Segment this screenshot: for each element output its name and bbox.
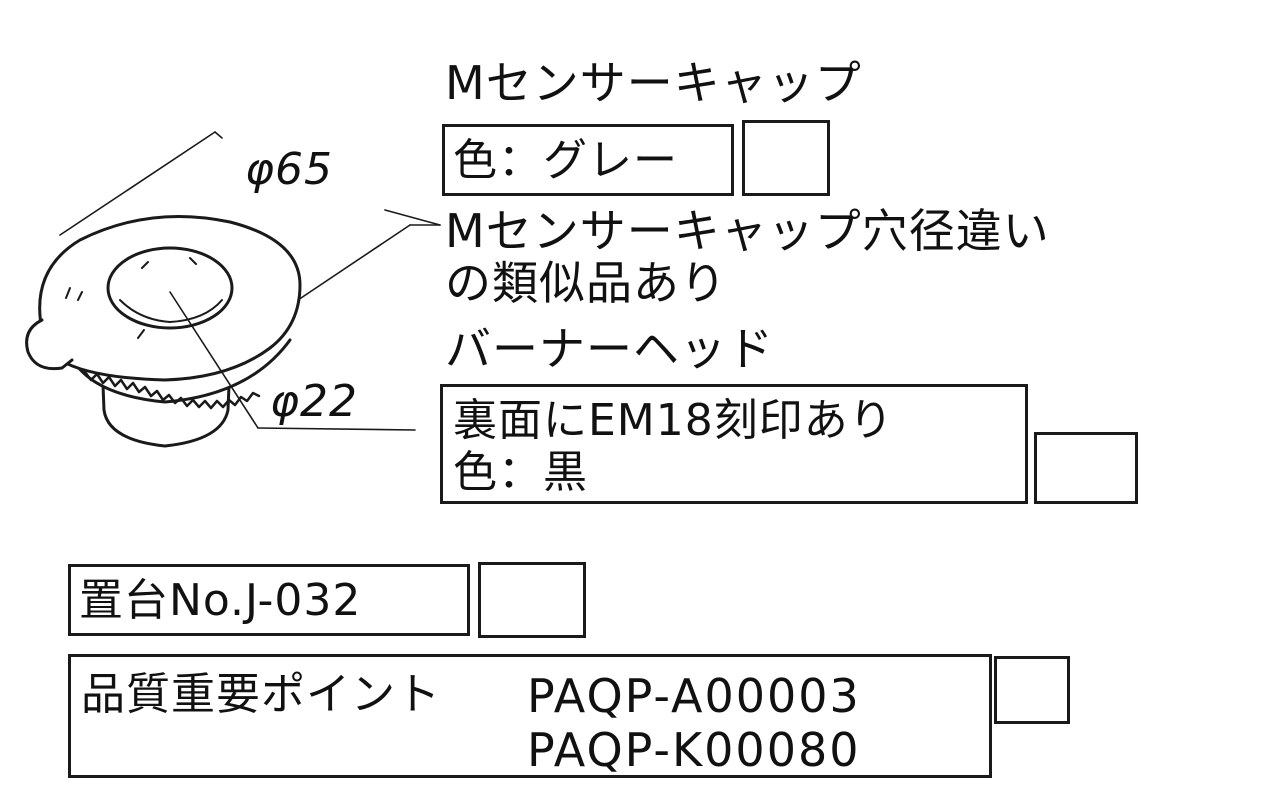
burner-head-spec-box: 裏面にEM18刻印あり 色：黒 [440, 384, 1028, 504]
quality-label: 品質重要ポイント [81, 669, 441, 720]
burner-head-spec-line2: 色：黒 [453, 447, 588, 498]
sensor-cap-color-box: 色：グレー [442, 124, 734, 196]
burner-head-title: バーナーヘッド [445, 322, 774, 376]
sensor-cap-checkbox[interactable] [742, 120, 830, 196]
cap-center-hole [106, 246, 234, 330]
burner-head-checkbox[interactable] [1034, 432, 1138, 504]
sensor-cap-title: Mセンサーキャップ [445, 56, 862, 110]
sensor-cap-note-line2: の類似品あり [445, 256, 727, 310]
quality-checkbox[interactable] [994, 656, 1070, 724]
stand-label: 置台No.J-032 [79, 575, 362, 626]
inner-diameter-label: φ22 [270, 376, 359, 427]
sensor-cap-note-line1: Mセンサーキャップ穴径違い [445, 204, 1050, 258]
stand-box: 置台No.J-032 [68, 564, 470, 636]
cap-tab [25, 318, 74, 371]
quality-code2: PAQP-K00080 [527, 723, 861, 777]
outer-diameter-label: φ65 [245, 144, 334, 195]
quality-code1: PAQP-A00003 [527, 669, 861, 723]
stand-checkbox[interactable] [478, 562, 586, 638]
sensor-cap-color-label: 色：グレー [453, 135, 678, 186]
quality-box: 品質重要ポイント PAQP-A00003 PAQP-K00080 [68, 654, 992, 778]
burner-head-spec-line1: 裏面にEM18刻印あり [453, 395, 894, 446]
